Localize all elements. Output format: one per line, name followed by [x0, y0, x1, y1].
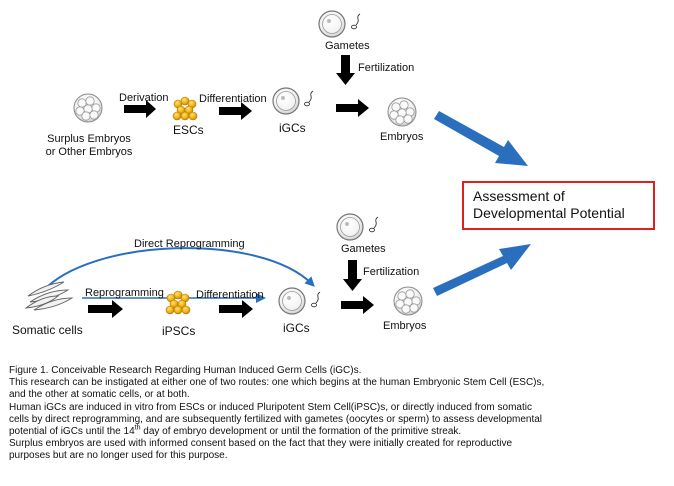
- fertilization-down-arrow-top: [336, 55, 355, 85]
- igc-sperm-icon: [304, 90, 314, 107]
- ipsc-cluster-icon: [165, 290, 191, 315]
- differentiation-bottom-label: Differentiation: [196, 289, 264, 301]
- derivation-label: Derivation: [119, 92, 169, 104]
- ipscs-label: iPSCs: [162, 324, 196, 338]
- figure-caption: Figure 1. Conceivable Research Regarding…: [9, 365, 669, 463]
- caption-line-14th: potential of iGCs until the 14th day of …: [9, 424, 669, 438]
- surplus-embryos-label: Surplus Embryos or Other Embryos: [40, 133, 138, 159]
- caption-line: Human iGCs are induced in vitro from ESC…: [9, 401, 532, 413]
- assessment-line2: Developmental Potential: [473, 205, 625, 221]
- somatic-cells-icon: [24, 281, 74, 311]
- caption-line: cells by direct reprogramming, and are s…: [9, 413, 543, 425]
- caption-line: purposes but are no longer used for this…: [9, 450, 228, 462]
- derivation-arrow: [124, 100, 156, 118]
- igc-sperm-bottom-icon: [311, 291, 321, 308]
- assessment-line1: Assessment of: [473, 188, 565, 204]
- caption-line: and the other at somatic cells, or at bo…: [9, 389, 190, 401]
- fertilization-down-arrow-bottom: [343, 260, 362, 291]
- fertilization-top-label: Fertilization: [358, 62, 415, 74]
- differentiation-arrow-bottom: [219, 300, 253, 318]
- differentiation-arrow-top: [219, 102, 252, 120]
- fertilize-arrow-bottom: [341, 296, 374, 314]
- caption-line5-sup: th: [134, 424, 141, 432]
- caption-line5-pre: potential of iGCs until the 14: [9, 426, 135, 438]
- fertilize-arrow-top: [336, 99, 369, 117]
- igc-oocyte-bottom-icon: [278, 287, 306, 315]
- caption-line: This research can be instigated at eithe…: [9, 377, 545, 389]
- surplus-embryos-line1: Surplus Embryos: [47, 133, 131, 145]
- gametes-oocyte-bottom-icon: [336, 213, 364, 241]
- direct-reprogramming-arc: [41, 247, 315, 293]
- igcs-bottom-label: iGCs: [283, 321, 310, 335]
- reprogramming-label: Reprogramming: [85, 287, 164, 299]
- embryo-bottom-icon: [393, 286, 423, 316]
- somatic-cells-label: Somatic cells: [12, 323, 83, 337]
- assessment-arrow-top: [434, 111, 528, 166]
- igcs-top-label: iGCs: [279, 121, 306, 135]
- gametes-oocyte-icon: [318, 10, 346, 38]
- escs-label: ESCs: [173, 123, 204, 137]
- embryos-bottom-label: Embryos: [383, 320, 427, 332]
- reprogramming-arrow: [88, 300, 123, 318]
- surplus-embryos-line2: or Other Embryos: [45, 146, 133, 158]
- caption-title: Figure 1. Conceivable Research Regarding…: [9, 365, 362, 376]
- embryos-top-label: Embryos: [380, 131, 424, 143]
- gametes-bottom-label: Gametes: [341, 243, 386, 255]
- caption-line: Surplus embryos are used with informed c…: [9, 438, 513, 450]
- gametes-top-label: Gametes: [325, 40, 370, 52]
- diagram-canvas: [24, 10, 531, 318]
- gametes-sperm-icon: [351, 13, 361, 30]
- esc-cluster-icon: [172, 96, 198, 121]
- assessment-box: Assessment of Developmental Potential: [462, 181, 655, 230]
- assessment-arrow-bottom: [433, 244, 531, 296]
- surplus-embryo-icon: [73, 93, 103, 123]
- direct-reprogramming-label: Direct Reprogramming: [134, 238, 245, 250]
- caption-line5-post: day of embryo development or until the f…: [140, 426, 462, 438]
- igc-oocyte-icon: [272, 87, 300, 115]
- embryo-top-icon: [387, 97, 417, 127]
- differentiation-top-label: Differentiation: [199, 93, 267, 105]
- fertilization-bottom-label: Fertilization: [363, 266, 420, 278]
- gametes-sperm-bottom-icon: [369, 216, 379, 233]
